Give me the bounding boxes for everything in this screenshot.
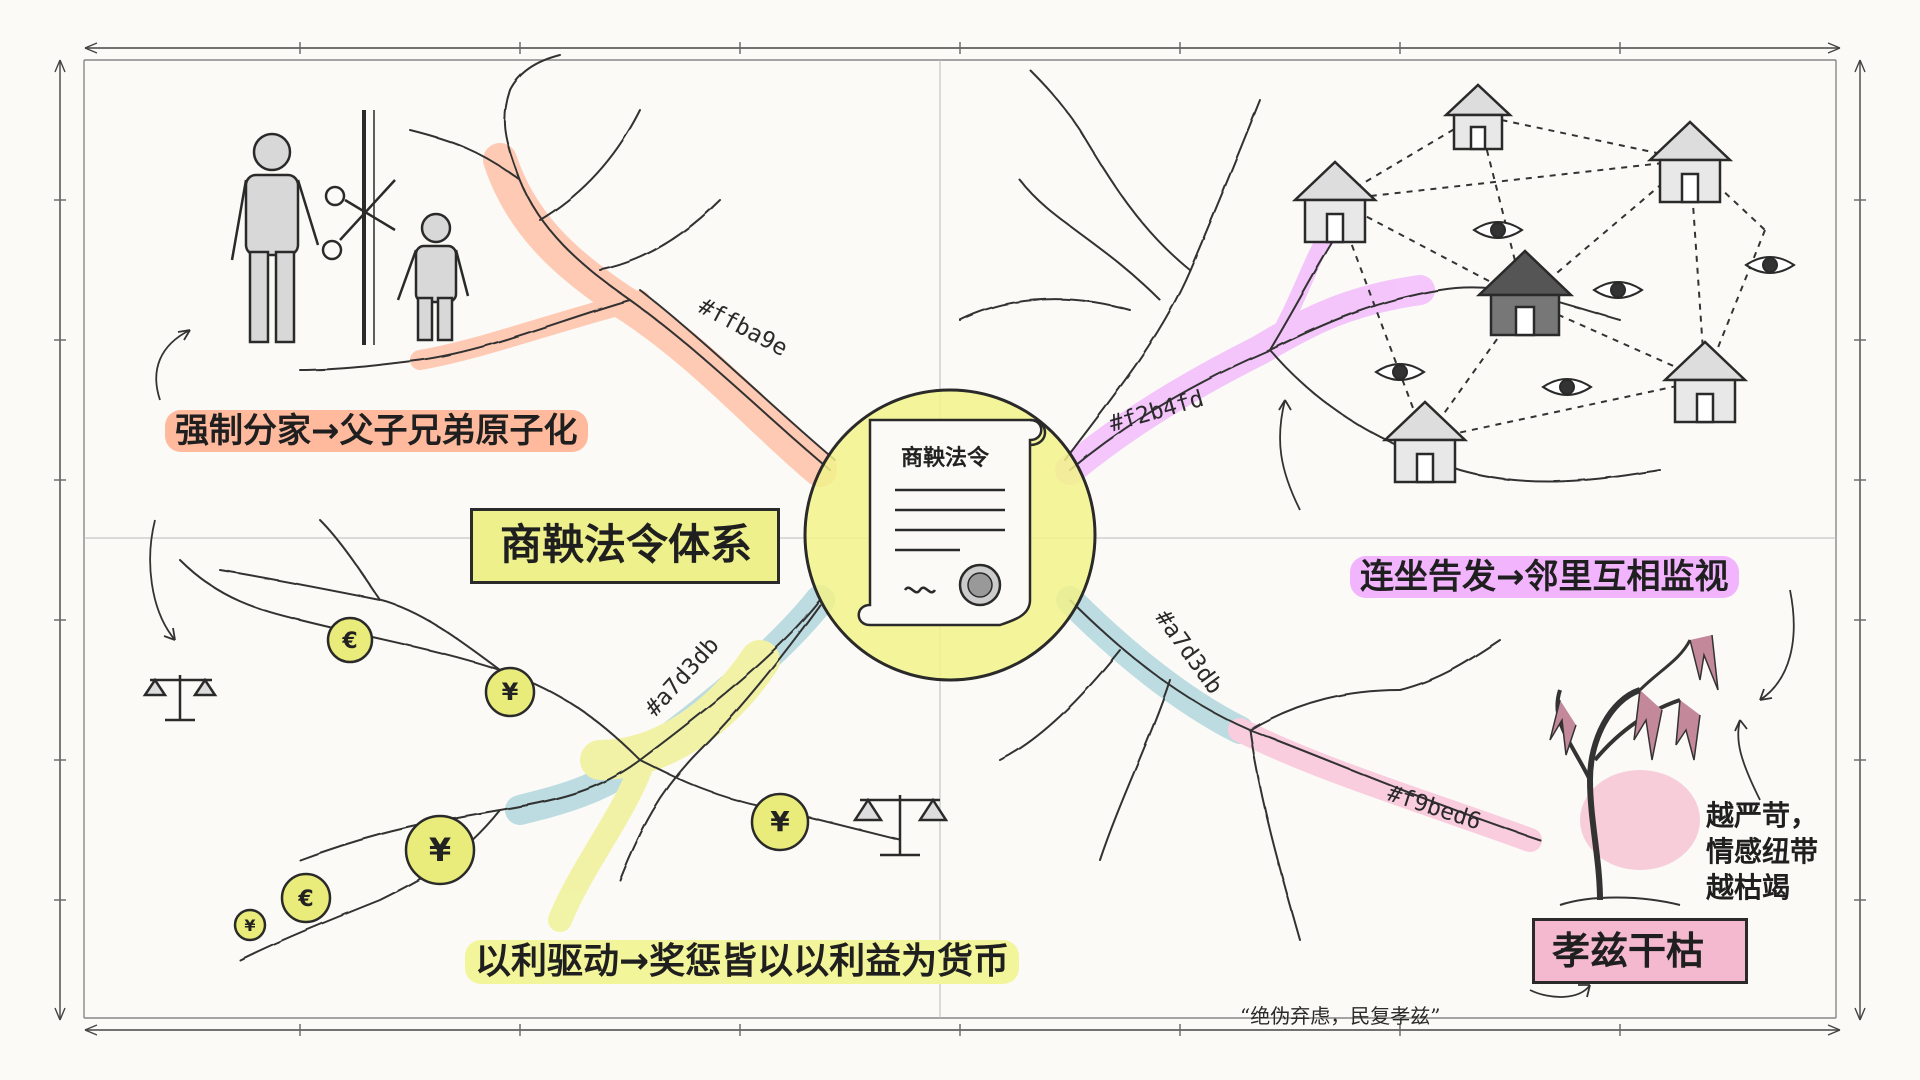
withered-tree-icon <box>1549 634 1719 906</box>
coin-euro-icon: € <box>280 872 332 924</box>
scroll-title: 商鞅法令 <box>901 445 990 471</box>
house-icon <box>1661 340 1749 424</box>
quote: “绝伪弃虑，民复孝兹” <box>1240 1004 1441 1028</box>
eye-icon <box>1541 378 1593 396</box>
side-note-line-1: 越严苛， <box>1706 799 1819 832</box>
house-icon <box>1442 83 1514 151</box>
branch-label-top-right: 连坐告发→邻里互相监视 <box>1350 556 1739 598</box>
side-note-line-3: 越枯竭 <box>1706 871 1791 904</box>
scales-icon <box>142 675 218 722</box>
family-split-icon <box>230 110 470 345</box>
side-note: 越严苛， 情感纽带 越枯竭 <box>1706 798 1818 906</box>
core-title-box <box>470 508 780 584</box>
svg-text:¥: ¥ <box>429 831 451 869</box>
svg-text:¥: ¥ <box>244 916 255 935</box>
house-icon <box>1646 120 1734 204</box>
sketch-frame <box>54 42 1866 1036</box>
center-medallion: 商鞅法令 <box>803 388 1097 682</box>
branch-label-bottom-left: 以利驱动→奖惩皆以以利益为货币 <box>465 940 1020 984</box>
page-title: 商鞅法令体系 <box>500 520 753 569</box>
svg-text:€: € <box>341 629 357 654</box>
coin-yen-icon: ¥ <box>750 792 810 852</box>
seal-icon <box>958 563 1002 607</box>
branch-label-filial: 孝兹干枯 <box>1552 929 1705 973</box>
coin-yen-icon: ¥ <box>233 908 267 942</box>
house-icon <box>1475 249 1575 337</box>
branch-label-top-left: 强制分家→父子兄弟原子化 <box>165 410 588 452</box>
side-note-line-2: 情感纽带 <box>1706 835 1819 868</box>
eye-icon <box>1592 281 1644 299</box>
eye-icon <box>1472 221 1524 239</box>
houses <box>1291 83 1749 484</box>
coins: € ¥ ¥ ¥ € ¥ <box>233 616 810 942</box>
coin-euro-icon: € <box>326 616 374 664</box>
wash-filial <box>1228 718 1542 852</box>
eyes <box>1374 221 1796 396</box>
sketch-arrows <box>149 329 1795 998</box>
wash-top-right <box>1055 275 1435 485</box>
house-icon <box>1291 160 1379 244</box>
scales-icon <box>852 795 949 857</box>
eye-icon <box>1744 256 1796 274</box>
scissors-icon <box>321 179 396 261</box>
coin-yen-icon: ¥ <box>404 814 476 886</box>
svg-text:¥: ¥ <box>770 805 790 838</box>
eye-icon <box>1374 363 1426 381</box>
svg-text:€: € <box>297 887 313 912</box>
svg-text:¥: ¥ <box>502 678 519 706</box>
filial-box <box>1532 918 1748 984</box>
coin-yen-icon: ¥ <box>484 666 536 718</box>
house-icon <box>1381 400 1469 484</box>
